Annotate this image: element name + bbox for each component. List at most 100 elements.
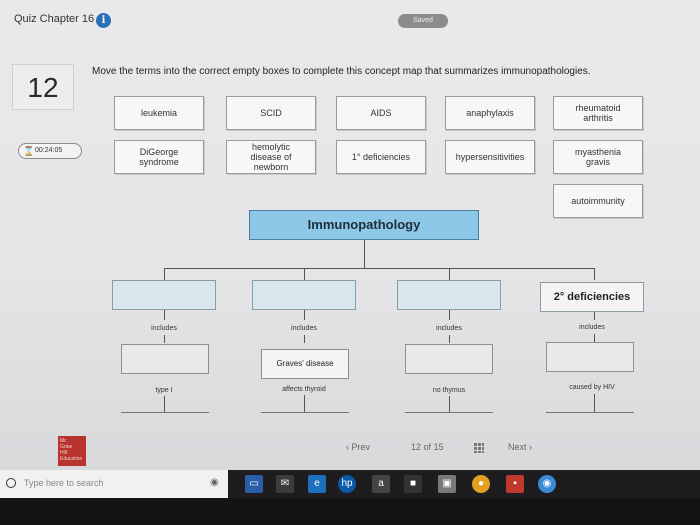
connector-line [164,310,165,320]
term-aids[interactable]: AIDS [336,96,426,130]
search-icon [6,478,16,488]
question-instructions: Move the terms into the correct empty bo… [92,66,591,77]
note-label: caused by HIV [569,384,615,391]
connector-line [364,240,365,268]
item-drop-zone-4[interactable] [546,342,634,372]
term-label: AIDS [370,108,392,118]
connector-line [594,312,595,320]
chevron-left-icon: ‹ [346,442,349,452]
store-icon[interactable]: ■ [404,475,422,493]
taskbar: Type here to search ◉ ▭ ✉ e hp a ■ ▣ ● ▪… [0,470,700,498]
note-label: affects thyroid [282,386,326,393]
publisher-logo: Mc Graw Hill Education [58,436,86,466]
connector-line [164,335,165,343]
chevron-right-icon: › [529,442,533,452]
category-drop-zone-2[interactable] [252,280,356,310]
quiz-screen: Quiz Chapter 16 i Saved 12 ⌛ 00:24:05 Mo… [0,0,700,470]
monitor-bezel [0,498,700,525]
connector-line [304,335,305,343]
microphone-icon[interactable]: ◉ [210,477,219,488]
next-button[interactable]: Next › [508,442,532,452]
next-label: Next [508,442,527,452]
mail-icon[interactable]: ✉ [276,475,294,493]
concept-root: Immunopathology [249,210,479,240]
edge-browser-icon[interactable]: e [308,475,326,493]
term-label: myasthenia gravis [574,147,622,167]
term-autoimmunity[interactable]: autoimmunity [553,184,643,218]
includes-label: includes [291,325,317,332]
term-label: DiGeorge syndrome [139,147,179,167]
amazon-icon[interactable]: a [372,475,390,493]
item-drop-zone-1[interactable] [121,344,209,374]
term-leukemia[interactable]: leukemia [114,96,204,130]
grid-icon[interactable] [474,443,484,453]
note-label: no thymus [432,387,466,394]
logo-text: Mc Graw Hill Education [60,438,83,462]
connector-line [164,396,165,412]
page-total: 15 [433,442,444,452]
saved-badge: Saved [398,14,448,28]
term-rheumatoid-arthritis[interactable]: rheumatoid arthritis [553,96,643,130]
task-view-icon[interactable]: ▭ [245,475,263,493]
term-scid[interactable]: SCID [226,96,316,130]
question-number: 12 [12,64,74,110]
answer-line [546,412,634,413]
term-label: anaphylaxis [466,108,514,118]
connector-line [164,268,165,280]
connector-line [594,334,595,342]
answer-line [261,412,349,413]
term-label: autoimmunity [571,196,625,206]
office-icon[interactable]: ▪ [506,475,524,493]
connector-line [449,268,450,280]
hp-icon[interactable]: hp [338,475,356,493]
term-digeorge-syndrome[interactable]: DiGeorge syndrome [114,140,204,174]
includes-label: includes [436,325,462,332]
app-icon[interactable]: ◉ [538,475,556,493]
top-bar: Quiz Chapter 16 i Saved [0,0,700,44]
note-label: type I [155,387,173,394]
connector-line [304,310,305,320]
connector-line [304,395,305,412]
term-label: 1° deficiencies [351,152,411,162]
connector-line [304,268,305,280]
connector-line [449,310,450,320]
timer-value: 00:24:05 [35,147,63,154]
includes-label: includes [579,324,605,331]
category-drop-zone-1[interactable] [112,280,216,310]
connector-line [164,268,594,269]
term-label: leukemia [140,108,178,118]
quiz-title: Quiz Chapter 16 [14,13,95,25]
term-primary-deficiencies[interactable]: 1° deficiencies [336,140,426,174]
search-placeholder: Type here to search [24,478,104,488]
term-anaphylaxis[interactable]: anaphylaxis [445,96,535,130]
taskbar-search[interactable]: Type here to search ◉ [0,470,228,498]
prev-button[interactable]: ‹ Prev [346,442,370,452]
connector-line [449,335,450,343]
timer-badge[interactable]: ⌛ 00:24:05 [18,143,82,159]
chrome-icon[interactable]: ● [472,475,490,493]
connector-line [594,394,595,412]
page-indicator: 12 of 15 [411,442,444,452]
term-myasthenia-gravis[interactable]: myasthenia gravis [553,140,643,174]
answer-line [121,412,209,413]
hourglass-icon: ⌛ [23,146,35,156]
info-icon[interactable]: i [96,13,111,28]
answer-line [405,412,493,413]
prev-label: Prev [351,442,371,452]
term-label: SCID [260,108,282,118]
includes-label: includes [151,325,177,332]
photos-icon[interactable]: ▣ [438,475,456,493]
item-drop-zone-3[interactable] [405,344,493,374]
page-of: of [423,442,432,452]
category-drop-zone-3[interactable] [397,280,501,310]
term-label: hemolytic disease of newborn [250,142,292,172]
term-label: rheumatoid arthritis [575,103,621,123]
term-label: hypersensitivities [455,152,525,162]
item-graves-disease[interactable]: Graves' disease [261,349,349,379]
connector-line [594,268,595,280]
page-current: 12 [411,442,422,452]
category-secondary-deficiencies[interactable]: 2° deficiencies [540,282,644,312]
connector-line [449,396,450,412]
term-hypersensitivities[interactable]: hypersensitivities [445,140,535,174]
term-hemolytic-disease[interactable]: hemolytic disease of newborn [226,140,316,174]
